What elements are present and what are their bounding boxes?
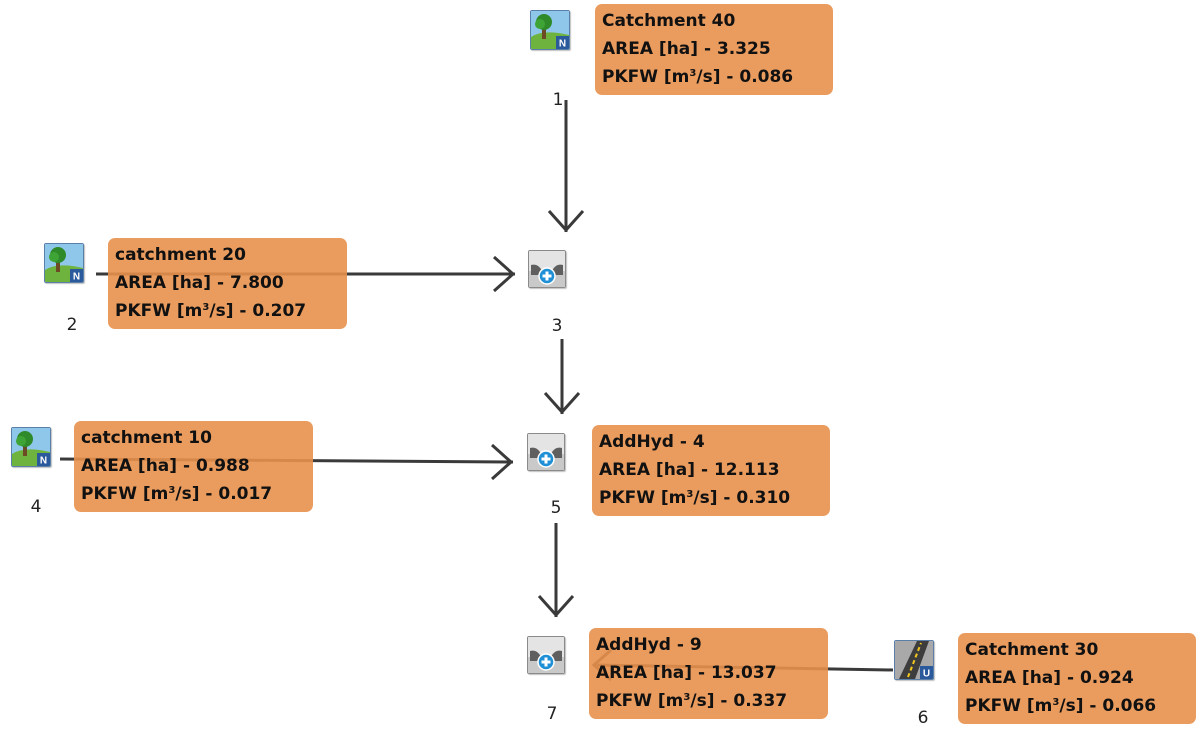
label-pkfw: PKFW [m3/s] - 0.086: [602, 67, 794, 87]
label-pkfw: PKFW [m3/s] - 0.066: [965, 696, 1157, 716]
node-number: 3: [551, 316, 563, 336]
node-number: 4: [30, 497, 42, 517]
label-pkfw: PKFW [m3/s] - 0.310: [599, 488, 791, 508]
label-title: Catchment 30: [965, 640, 1099, 660]
label-area: AREA [ha] - 3.325: [602, 39, 771, 59]
label-pkfw: PKFW [m3/s] - 0.017: [81, 484, 273, 504]
rural-catchment-icon[interactable]: N: [11, 427, 51, 467]
label-title: AddHyd - 4: [599, 432, 705, 452]
label-title: AddHyd - 9: [596, 635, 702, 655]
node-number: 5: [550, 498, 562, 518]
node-number: 1: [552, 90, 564, 110]
addhyd-icon[interactable]: [527, 636, 565, 674]
node-label-4[interactable]: catchment 10 AREA [ha] - 0.988 PKFW [m3/…: [74, 421, 313, 512]
node-label-1[interactable]: Catchment 40 AREA [ha] - 3.325 PKFW [m3/…: [595, 4, 833, 95]
node-number: 6: [917, 708, 929, 728]
label-area: AREA [ha] - 13.037: [596, 663, 777, 683]
arrowhead-5-to-7: [537, 594, 575, 618]
rural-catchment-icon[interactable]: N: [44, 243, 84, 283]
node-number: 7: [546, 704, 558, 724]
label-area: AREA [ha] - 12.113: [599, 460, 780, 480]
node-label-6[interactable]: Catchment 30 AREA [ha] - 0.924 PKFW [m3/…: [958, 633, 1196, 724]
arrowhead-1-to-3: [547, 209, 585, 233]
node-label-5[interactable]: AddHyd - 4 AREA [ha] - 12.113 PKFW [m3/s…: [592, 425, 830, 516]
node-number: 2: [66, 315, 78, 335]
badge-letter: N: [559, 39, 566, 50]
badge-letter: N: [40, 456, 47, 467]
label-area: AREA [ha] - 0.988: [81, 456, 250, 476]
urban-catchment-icon[interactable]: U: [894, 640, 934, 680]
label-area: AREA [ha] - 0.924: [965, 668, 1134, 688]
node-label-2[interactable]: catchment 20 AREA [ha] - 7.800 PKFW [m3/…: [108, 238, 347, 329]
label-title: catchment 20: [115, 245, 246, 265]
arrowhead-4-to-5: [490, 443, 514, 481]
label-pkfw: PKFW [m3/s] - 0.207: [115, 301, 307, 321]
label-pkfw: PKFW [m3/s] - 0.337: [596, 691, 788, 711]
arrowhead-2-to-3: [492, 255, 516, 293]
label-area: AREA [ha] - 7.800: [115, 273, 284, 293]
badge-letter: U: [923, 669, 930, 680]
addhyd-icon[interactable]: [527, 433, 565, 471]
addhyd-icon[interactable]: [528, 250, 566, 288]
badge-letter: N: [73, 272, 80, 283]
label-title: Catchment 40: [602, 11, 736, 31]
arrowhead-3-to-5: [543, 391, 581, 415]
rural-catchment-icon[interactable]: N: [530, 10, 570, 50]
node-label-7[interactable]: AddHyd - 9 AREA [ha] - 13.037 PKFW [m3/s…: [589, 628, 828, 719]
label-title: catchment 10: [81, 428, 212, 448]
